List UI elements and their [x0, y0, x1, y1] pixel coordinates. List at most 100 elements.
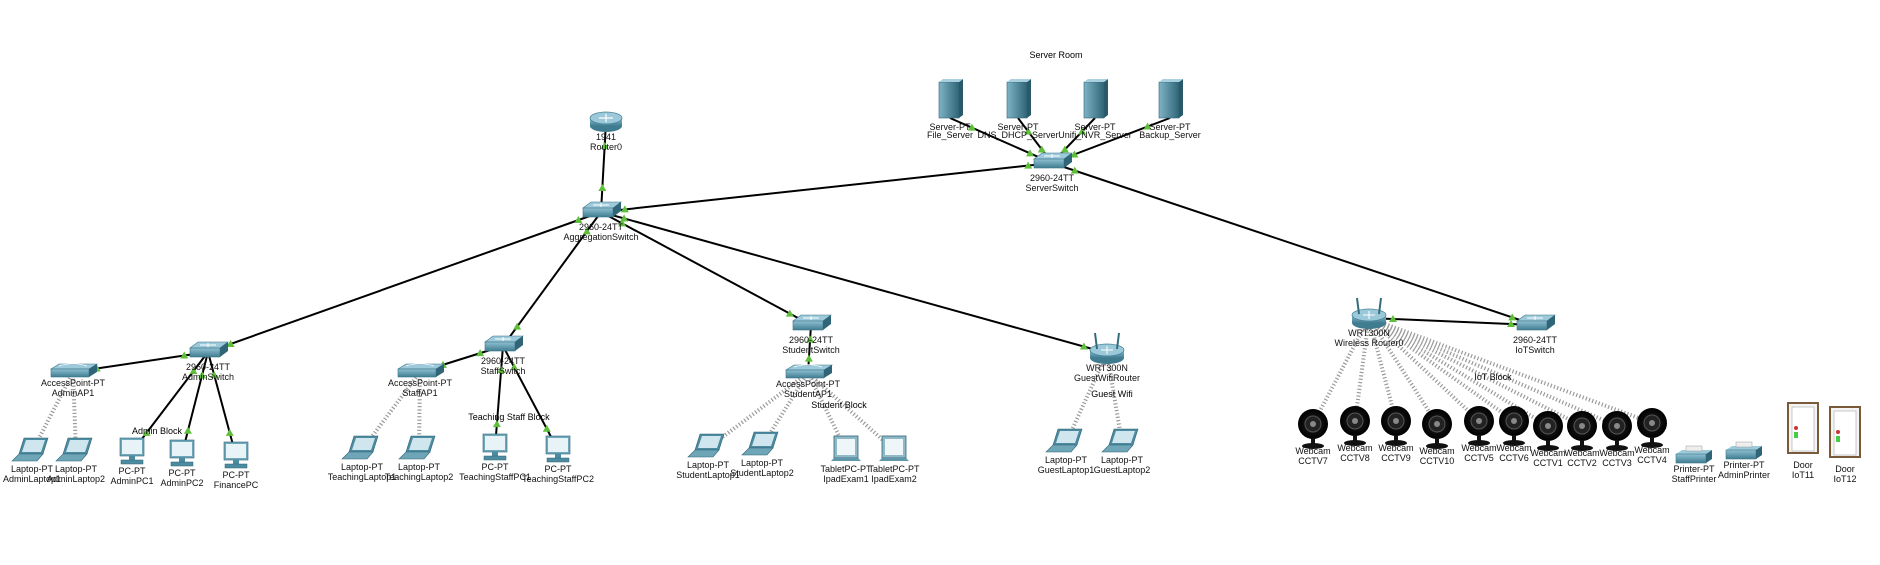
device-name-label: IpadExam1 — [823, 474, 869, 484]
device-name-label: CCTV6 — [1499, 453, 1529, 463]
area-label-student-block: Student Block — [811, 400, 867, 410]
device-type-label: Door — [1793, 460, 1813, 470]
device-type-label: WRT300N — [1348, 328, 1390, 338]
port-up-indicator — [542, 424, 551, 432]
port-up-indicator — [582, 227, 591, 235]
device-name-label: AdminAP1 — [52, 388, 95, 398]
device-name-label: CCTV4 — [1637, 455, 1667, 465]
device-name-label: Backup_Server — [1139, 130, 1201, 140]
device-type-label: Webcam — [1337, 443, 1372, 453]
device-type-label: TabletPC-PT — [868, 464, 920, 474]
port-up-indicator — [210, 371, 219, 379]
device-type-label: Webcam — [1530, 448, 1565, 458]
port-up-indicator — [492, 420, 501, 428]
port-up-indicator — [189, 367, 198, 375]
device-type-label: 2960-24TT — [481, 356, 526, 366]
wireless-link-wr0-c8 — [1353, 317, 1371, 422]
device-name-label: GuestLaptop2 — [1094, 465, 1151, 475]
port-up-indicator — [1070, 166, 1079, 174]
device-name-label: AdminLaptop1 — [3, 474, 61, 484]
link-agg-adminsw — [207, 211, 602, 353]
port-up-indicator — [142, 428, 151, 436]
port-up-indicator — [1060, 145, 1069, 153]
device-name-label: TeachingStaffPC1 — [459, 472, 531, 482]
link-agg-srvsw — [600, 162, 1053, 213]
link-agg-studsw — [600, 211, 812, 326]
port-up-indicator — [183, 426, 192, 434]
link-agg-router0 — [600, 121, 607, 213]
port-up-indicator — [226, 339, 235, 347]
device-type-label: PC-PT — [482, 462, 510, 472]
port-up-indicator — [1024, 161, 1033, 169]
device-type-label: TabletPC-PT — [820, 464, 872, 474]
wireless-link-studap-sl1 — [706, 371, 810, 450]
wireless-link-wr0-c5 — [1367, 316, 1481, 423]
device-name-label: ServerSwitch — [1025, 183, 1078, 193]
port-up-indicator — [1070, 150, 1079, 158]
port-indicators — [92, 122, 1517, 436]
device-type-label: Webcam — [1378, 443, 1413, 453]
wireless-link-wr0-c9 — [1367, 317, 1398, 422]
link-adminsw-apc2 — [181, 351, 209, 455]
port-up-indicator — [620, 205, 629, 213]
port-up-indicator — [1079, 342, 1088, 350]
device-name-label: CCTV1 — [1533, 458, 1563, 468]
device-name-label: TeachingStaffPC2 — [522, 474, 594, 484]
device-name-label: DNS_DHCP_Server — [977, 130, 1058, 140]
device-type-label: Webcam — [1295, 446, 1330, 456]
wireless-link-studap-ipad2 — [806, 371, 896, 452]
device-type-label: PC-PT — [545, 464, 573, 474]
device-name-label: StudentLaptop2 — [730, 468, 794, 478]
port-up-indicator — [1024, 127, 1033, 135]
device-name-label: Unifi_NVR_Server — [1058, 130, 1132, 140]
device-type-label: Laptop-PT — [741, 458, 784, 468]
device-type-label: Server-PT — [997, 122, 1039, 132]
device-name-label: StaffAP1 — [402, 388, 437, 398]
